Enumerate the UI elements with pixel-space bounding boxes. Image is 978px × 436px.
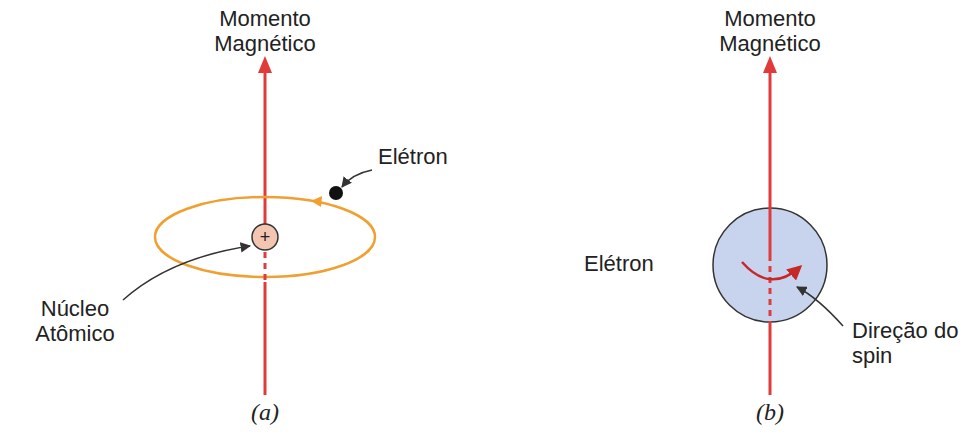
orbit-figure (123, 56, 375, 395)
moment-axis-hidden (264, 252, 267, 282)
moment-axis (769, 322, 772, 395)
leader-line (797, 287, 843, 326)
nucleus-circle (252, 224, 278, 250)
moment-axis (264, 282, 267, 395)
spin-label: Direção do spin (852, 318, 967, 368)
moment-axis-hidden (769, 255, 772, 322)
leader-line (123, 246, 250, 300)
spin-arrow (742, 262, 800, 279)
orbit-direction (311, 196, 322, 207)
electron-label: Elétron (584, 251, 654, 276)
electron-label: Elétron (378, 144, 448, 169)
axis-label: Momento Magnético (190, 6, 340, 56)
leader-line (342, 170, 372, 187)
moment-arrowhead (258, 56, 272, 73)
spin-figure (713, 56, 843, 395)
axis-label: Momento Magnético (695, 6, 845, 56)
nucleus-label: Núcleo Atômico (13, 296, 138, 346)
node-text: + (260, 228, 271, 246)
moment-arrowhead (763, 56, 777, 73)
panel-label: (b) (756, 400, 784, 425)
electron-dot (329, 186, 343, 200)
atomic-nucleus: + (251, 223, 279, 251)
moment-axis (264, 70, 267, 224)
moment-axis (769, 70, 772, 255)
panel-label: (a) (251, 400, 279, 425)
